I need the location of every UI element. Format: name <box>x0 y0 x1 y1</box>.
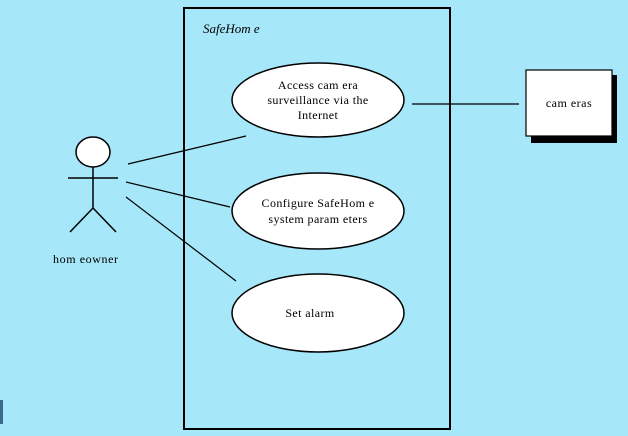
cameras-label: cam eras <box>546 96 592 110</box>
system-boundary <box>183 7 451 430</box>
system-label: SafeHom e <box>203 21 260 36</box>
use-case-configure <box>231 172 405 250</box>
actor-left-leg <box>69 207 94 233</box>
use-case-2-line-2: system param eters <box>268 212 367 226</box>
homeowner-actor <box>68 136 118 233</box>
use-case-1-line-2: surveillance via the <box>267 93 368 107</box>
actor-label: hom eowner <box>53 252 119 266</box>
association-set-alarm <box>125 196 237 282</box>
actor-head <box>75 136 111 168</box>
use-case-access-camera <box>231 62 405 138</box>
actor-right-leg <box>92 207 117 233</box>
edge-mark <box>0 400 3 424</box>
use-case-2-line-1: Configure SafeHom e <box>262 196 375 210</box>
cameras-box <box>525 69 613 137</box>
use-case-3-line-1: Set alarm <box>285 306 335 320</box>
use-case-1-line-1: Access cam era <box>278 78 358 92</box>
use-case-set-alarm <box>231 273 405 353</box>
use-case-1-line-3: Internet <box>298 108 339 122</box>
association-access-camera <box>127 135 247 165</box>
association-configure <box>125 181 231 208</box>
